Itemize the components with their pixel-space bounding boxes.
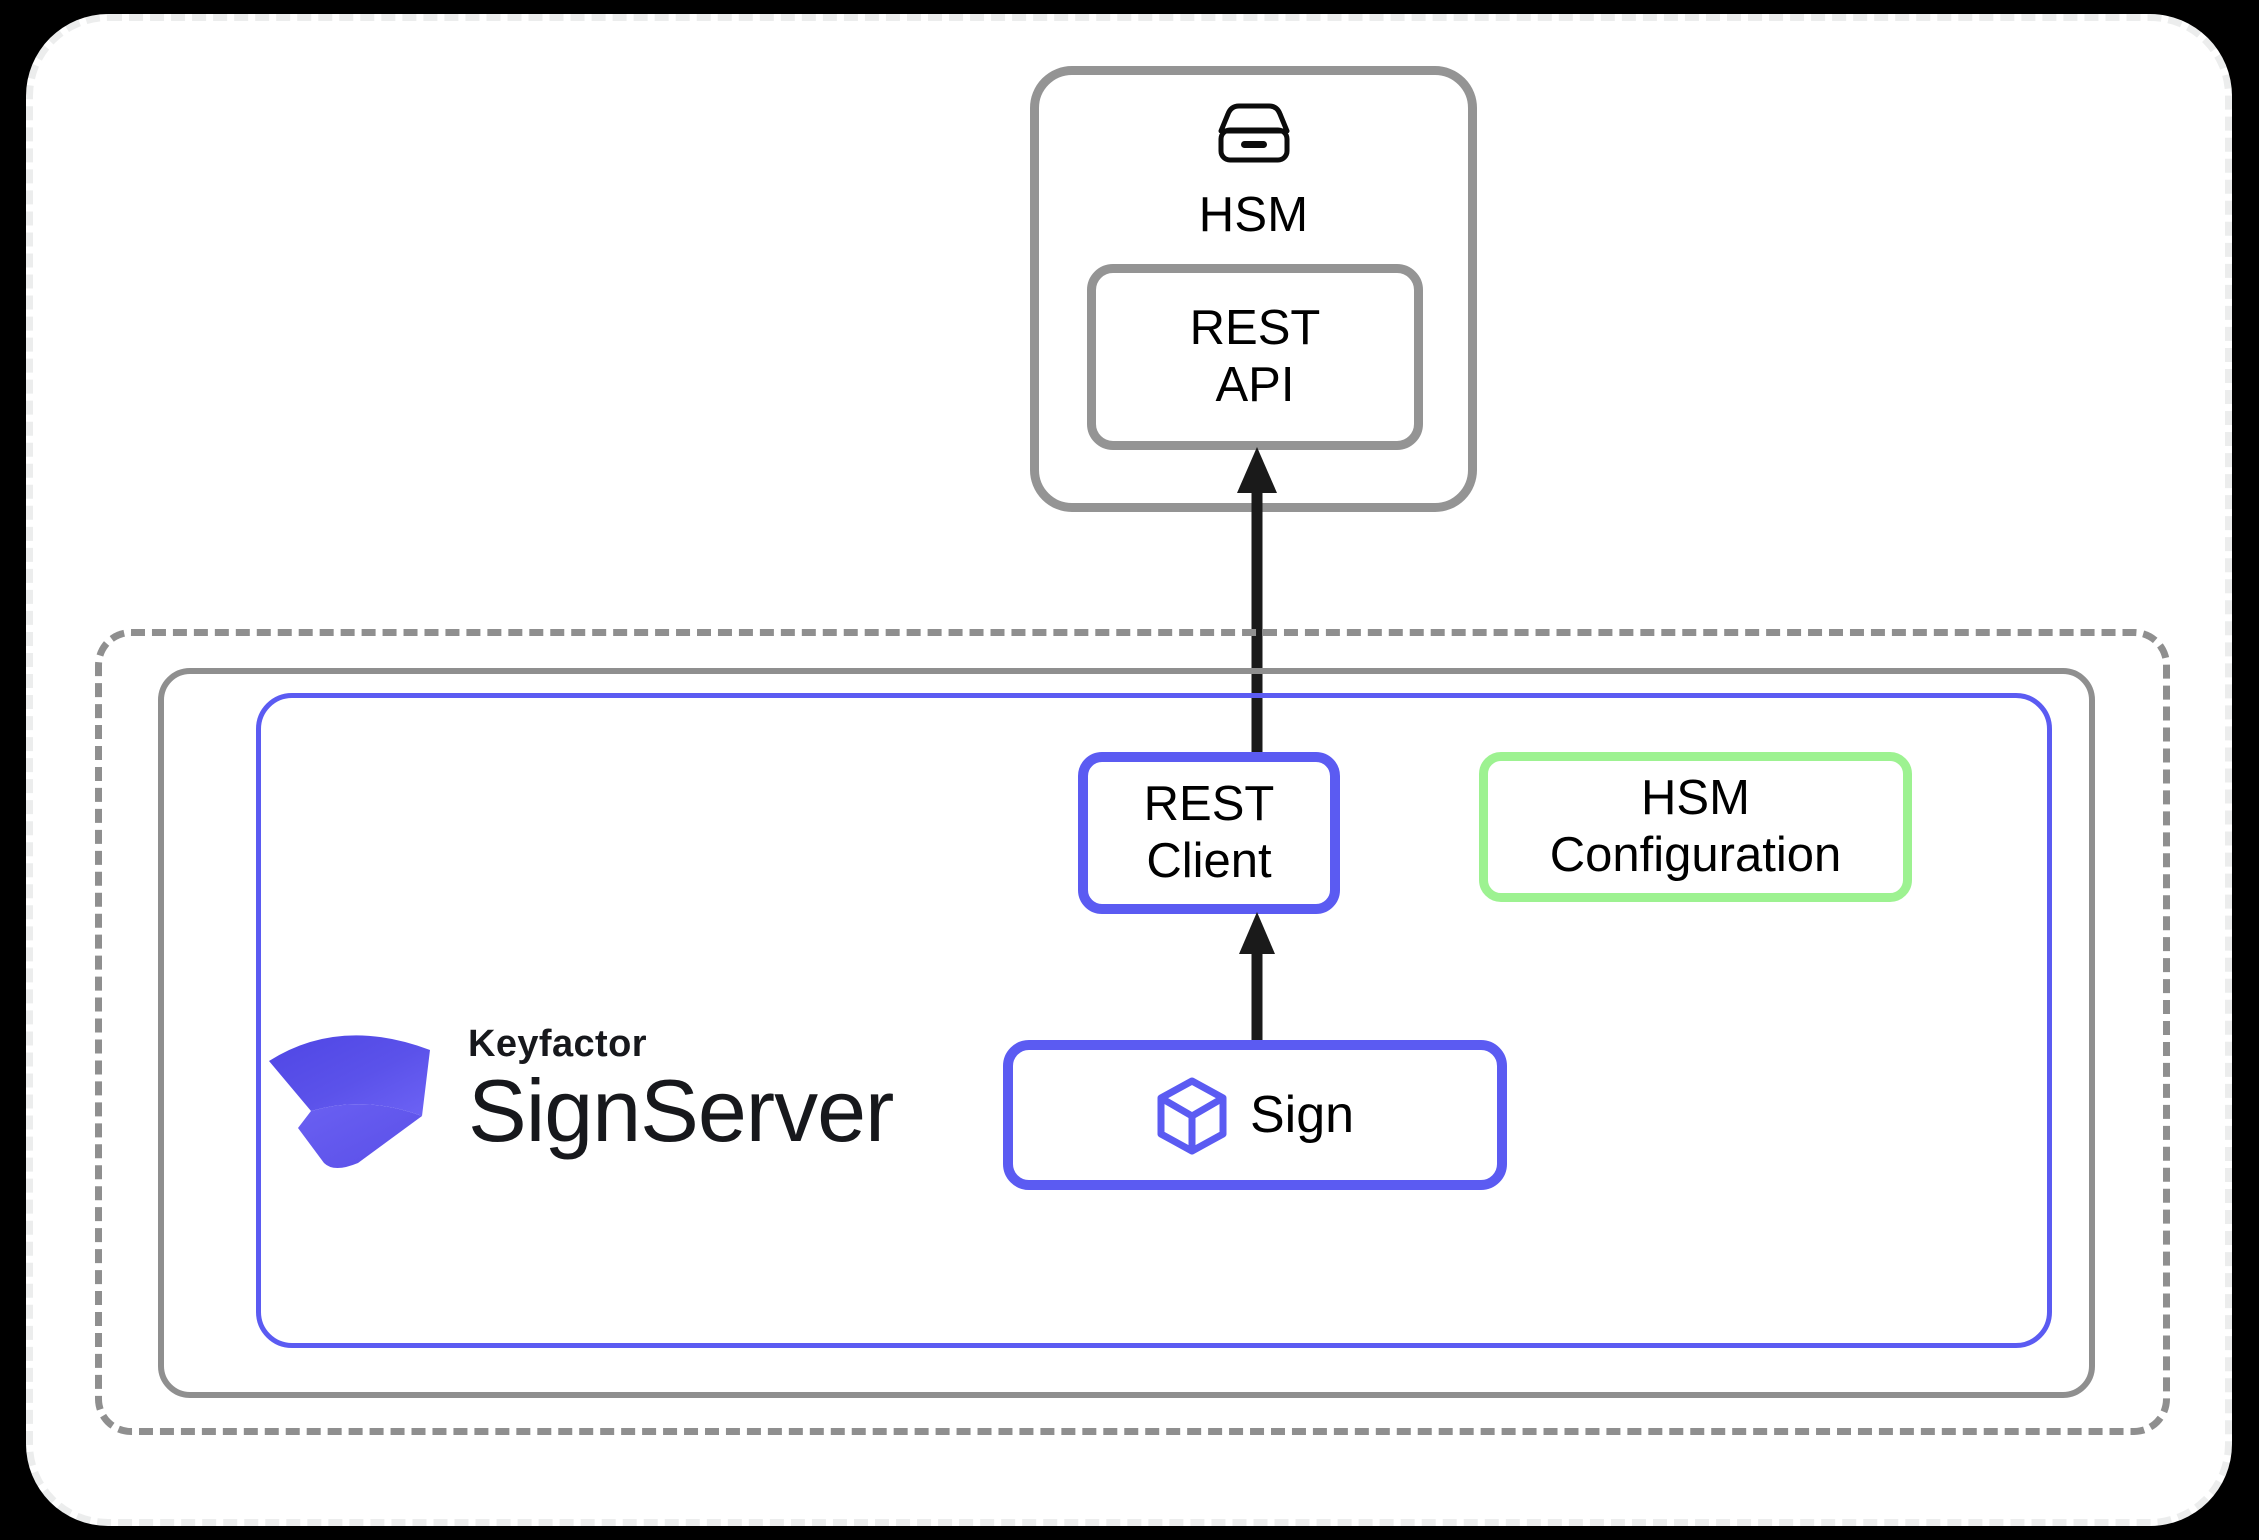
deployment-boundary xyxy=(95,629,2170,1435)
rest-client-node[interactable]: REST Client xyxy=(1078,752,1340,914)
rest-api-label-line2: API xyxy=(1215,358,1295,412)
arrow-rest-client-to-rest-api xyxy=(1237,447,1277,763)
hsm-configuration-label-line1: HSM xyxy=(1641,771,1750,826)
sign-node[interactable]: Sign xyxy=(1003,1040,1507,1190)
logo-wordmark: Keyfactor SignServer xyxy=(468,1023,894,1160)
cube-icon xyxy=(1156,1077,1228,1155)
rest-api-label-line1: REST xyxy=(1189,301,1321,356)
host-boundary xyxy=(158,668,2095,1398)
signserver-boundary xyxy=(256,693,2052,1348)
logo-brand-text: Keyfactor xyxy=(468,1023,647,1065)
rest-api-node[interactable]: REST API xyxy=(1087,264,1423,450)
hard-drive-icon xyxy=(1217,101,1291,165)
logo-product-text: SignServer xyxy=(468,1061,894,1160)
hsm-configuration-node[interactable]: HSM Configuration xyxy=(1479,752,1912,902)
keyfactor-swoosh-icon xyxy=(262,1003,442,1178)
hsm-label: HSM xyxy=(1198,188,1309,242)
rest-client-label-line1: REST xyxy=(1143,777,1275,832)
rest-client-label-line2: Client xyxy=(1146,834,1272,888)
keyfactor-signserver-logo: Keyfactor SignServer xyxy=(262,990,922,1190)
hsm-configuration-label-line2: Configuration xyxy=(1549,828,1842,882)
arrow-sign-to-rest-client xyxy=(1239,912,1275,1048)
sign-label: Sign xyxy=(1249,1085,1355,1144)
